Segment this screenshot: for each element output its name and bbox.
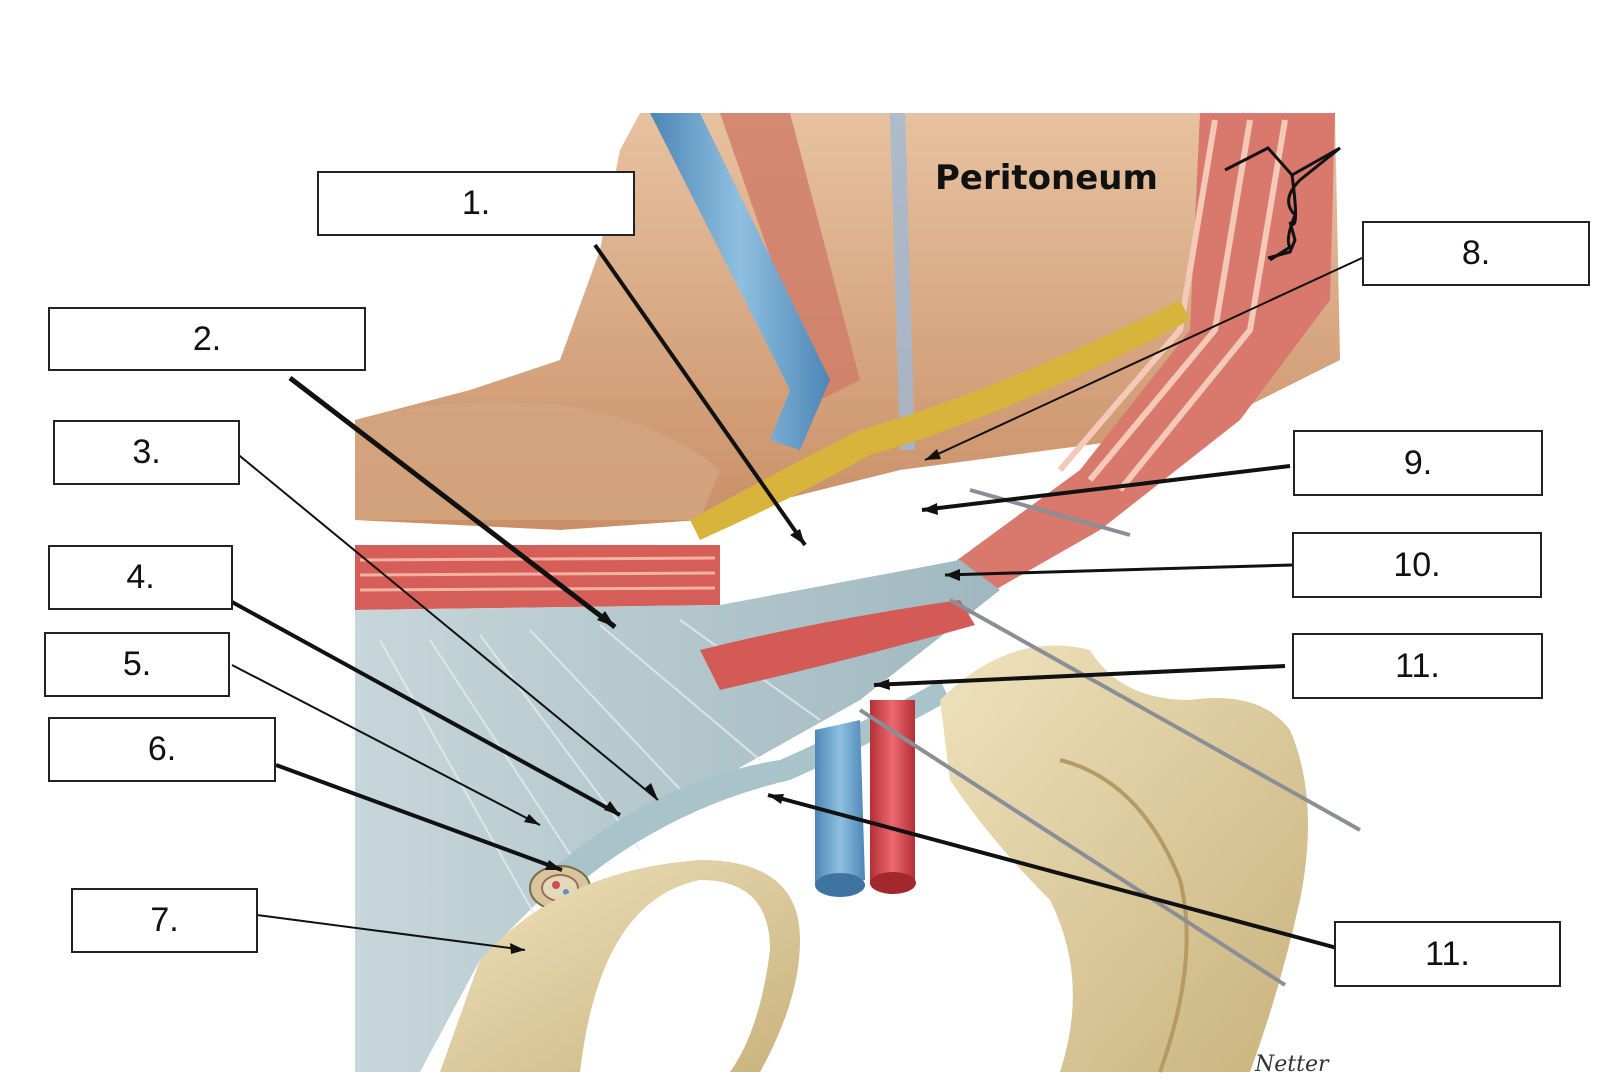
label-text-2: 2. [192,319,222,358]
femoral-artery-lumen [870,872,916,894]
obturator-foramen [580,880,770,1072]
leader-line-2 [288,376,617,629]
leader-line-11a [873,664,1286,687]
femoral-vein-lumen [815,873,865,897]
external-iliac-vein-upper [650,113,830,450]
leader-line-4 [231,600,621,817]
femur [940,645,1308,1072]
aponeurosis-sheet [355,560,1000,1072]
bracket-curve [1269,146,1341,262]
label-text-11a: 11. [1395,646,1440,685]
femoral-vein [815,720,865,885]
leader-line-9 [921,464,1291,512]
aponeurosis-fibers [379,619,821,961]
label-box-3[interactable]: 3. [53,420,240,485]
label-box-8[interactable]: 8. [1362,221,1590,286]
label-text-7: 7. [150,901,179,939]
probes [858,488,1361,987]
leader-line-5 [231,664,541,826]
extraperitoneal-fat [690,300,1190,540]
band-texture [359,556,716,592]
psoas-muscle [720,113,860,400]
label-text-11b: 11. [1425,934,1470,973]
iliopsoas-muscle [700,600,975,690]
label-box-1[interactable]: 1. [317,171,635,236]
peritoneum-title: Peritoneum [935,158,1158,198]
label-text-10: 10. [1393,545,1441,584]
label-text-9: 9. [1403,443,1433,482]
label-text-1: 1. [461,184,491,222]
leader-line-1 [593,243,807,547]
label-text-8: 8. [1461,234,1491,272]
label-text-5: 5. [122,645,152,683]
label-box-6[interactable]: 6. [48,717,276,782]
abdominal-wall-stripes [1057,119,1288,492]
leader-line-11b [767,793,1338,950]
label-box-11a[interactable]: 11. [1292,633,1543,699]
label-text-6: 6. [147,730,177,768]
artist-signature: Netter [1255,1052,1329,1077]
label-box-11b[interactable]: 11. [1334,921,1561,987]
label-box-5[interactable]: 5. [44,632,230,697]
label-box-4[interactable]: 4. [48,545,233,610]
label-box-2[interactable]: 2. [48,307,366,371]
leader-line-8 [924,257,1363,461]
transversus-abdominis-band [355,545,720,610]
leader-line-7 [256,914,526,951]
wall-layers-bracket [1224,146,1341,260]
femur-shadow [1059,758,1189,1073]
label-box-7[interactable]: 7. [71,888,258,953]
leader-arrowheads [510,449,960,954]
femoral-artery [870,700,915,885]
testicular-vessels [890,113,915,450]
label-box-9[interactable]: 9. [1293,430,1543,496]
abdominal-wall-layers [930,113,1335,610]
label-text-3: 3. [132,433,161,471]
leader-line-6 [275,763,563,872]
label-text-4: 4. [126,558,155,596]
label-box-10[interactable]: 10. [1292,532,1542,598]
leader-lines [231,243,1363,951]
leader-line-10 [944,563,1293,577]
iliacus-fold-left [355,402,720,520]
leader-line-3 [234,451,659,801]
